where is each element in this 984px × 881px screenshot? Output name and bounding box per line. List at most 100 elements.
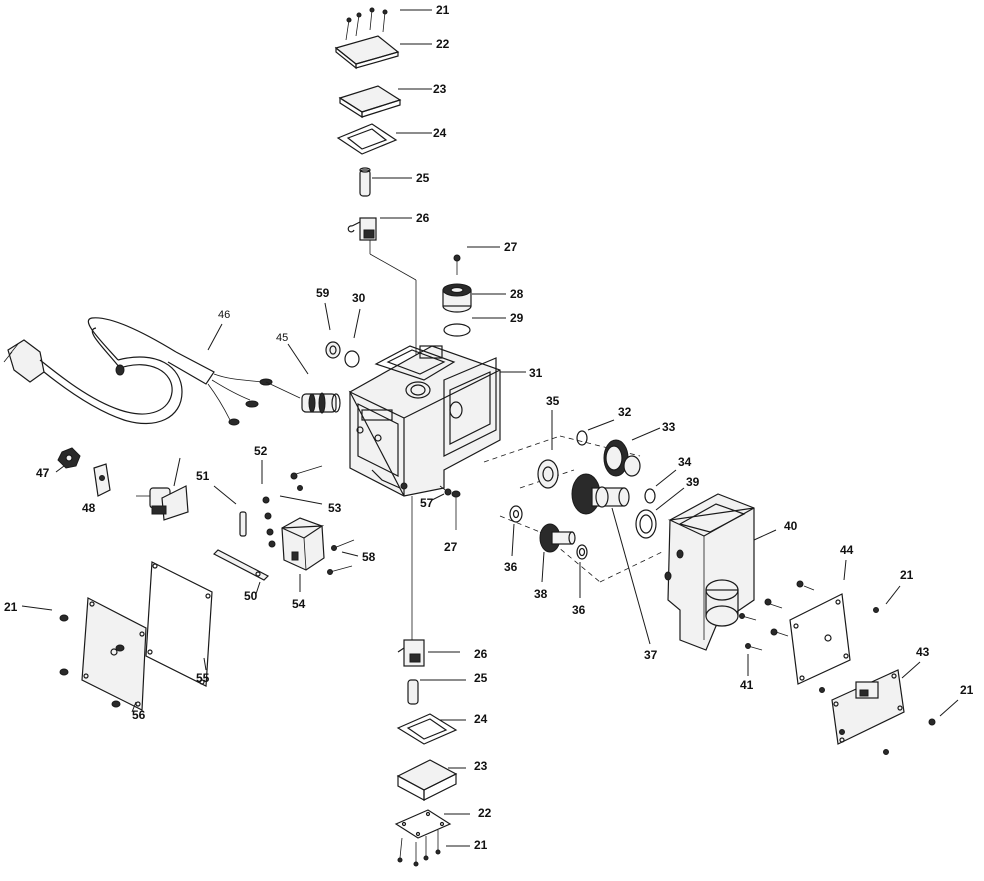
part-38-pinion <box>539 523 576 583</box>
part-25-lower-pin <box>407 679 466 705</box>
callout-53: 53 <box>328 501 342 515</box>
callout-21: 21 <box>4 600 18 614</box>
part-58-screws <box>327 539 359 575</box>
callout-labels: 21 22 23 24 25 26 27 28 29 59 30 31 46 4… <box>4 3 974 852</box>
callout-36: 36 <box>504 560 518 574</box>
part-22-lower-cover <box>394 809 470 839</box>
part-53-screws <box>279 465 323 505</box>
callout-25: 25 <box>474 671 488 685</box>
callout-34: 34 <box>678 455 692 469</box>
callout-46: 46 <box>218 309 230 321</box>
part-31-main-housing <box>348 345 526 497</box>
callout-37: 37 <box>644 648 658 662</box>
callout-57: 57 <box>420 496 434 510</box>
part-37-shaft-gear <box>571 473 651 645</box>
part-36-washer-left <box>509 505 523 557</box>
part-45-strain-relief <box>265 343 341 414</box>
part-41-bolts <box>739 613 763 676</box>
callout-24: 24 <box>474 712 488 726</box>
callout-26: 26 <box>416 211 430 225</box>
callout-21: 21 <box>436 3 450 17</box>
callout-48: 48 <box>82 501 96 515</box>
part-23-top-plate <box>338 85 402 119</box>
callout-52: 52 <box>254 444 268 458</box>
callout-38: 38 <box>534 587 548 601</box>
part-21-side-screws-left <box>21 605 125 708</box>
part-35-shaft-bushing <box>537 410 559 489</box>
callout-26: 26 <box>474 647 488 661</box>
part-27-screw <box>453 246 500 275</box>
callout-33: 33 <box>662 420 676 434</box>
callout-35: 35 <box>546 394 560 408</box>
part-23-lower-plate <box>396 759 466 802</box>
part-34-washer <box>644 469 677 504</box>
callout-22: 22 <box>478 806 492 820</box>
part-52-screws <box>261 460 276 548</box>
part-24-lower-gasket <box>396 713 466 745</box>
callout-32: 32 <box>618 405 632 419</box>
callout-41: 41 <box>740 678 754 692</box>
part-24-top-gasket <box>336 123 398 155</box>
part-22-top-cover <box>334 35 400 70</box>
part-48-clip <box>93 463 111 497</box>
callout-28: 28 <box>510 287 524 301</box>
part-26-top-bracket <box>347 217 377 241</box>
part-29-oring <box>443 317 506 337</box>
part-43-cover <box>831 661 921 745</box>
part-21-bottom-screws <box>397 830 470 867</box>
callout-21: 21 <box>474 838 488 852</box>
part-33-gear <box>603 427 661 477</box>
callout-59: 59 <box>316 286 330 300</box>
part-27-lower-screw <box>451 490 461 530</box>
part-46-power-cord <box>3 317 273 426</box>
part-21-screws-right-lower <box>819 687 959 755</box>
callout-24: 24 <box>433 126 447 140</box>
callout-21: 21 <box>900 568 914 582</box>
callout-21: 21 <box>960 683 974 697</box>
callout-58: 58 <box>362 550 376 564</box>
part-32-washer <box>576 419 615 446</box>
top-stack-leaders <box>369 9 432 362</box>
part-55-plate <box>145 561 213 687</box>
callout-51: 51 <box>196 469 210 483</box>
part-21-screws-right-upper <box>873 585 901 613</box>
part-59-bushing <box>324 302 341 359</box>
part-51-fuse <box>213 485 247 537</box>
callout-31: 31 <box>529 366 543 380</box>
part-36-washer-right <box>576 544 588 598</box>
part-28-knob <box>442 283 506 313</box>
callout-43: 43 <box>916 645 930 659</box>
callout-44: 44 <box>840 543 854 557</box>
callout-56: 56 <box>132 708 146 722</box>
part-25-top-pin <box>359 167 371 197</box>
part-39-ring <box>635 487 685 539</box>
callout-27: 27 <box>444 540 458 554</box>
part-44-side-plate <box>764 559 851 685</box>
callout-22: 22 <box>436 37 450 51</box>
callout-47: 47 <box>36 466 50 480</box>
callout-23: 23 <box>474 759 488 773</box>
part-30-washer <box>344 308 361 368</box>
callout-36: 36 <box>572 603 586 617</box>
callout-23: 23 <box>433 82 447 96</box>
callout-55: 55 <box>196 671 210 685</box>
callout-39: 39 <box>686 475 700 489</box>
switch-assembly <box>136 457 189 521</box>
part-50-link <box>212 549 270 595</box>
part-47-nut <box>55 447 81 473</box>
callout-30: 30 <box>352 291 366 305</box>
callout-29: 29 <box>510 311 524 325</box>
part-21-top-screws <box>345 7 388 41</box>
part-26-lower-bracket <box>397 639 460 667</box>
callout-27: 27 <box>504 240 518 254</box>
part-57-screw <box>431 485 452 501</box>
callout-40: 40 <box>784 519 798 533</box>
callout-50: 50 <box>244 589 258 603</box>
part-54-switch-block <box>281 517 325 592</box>
callout-45: 45 <box>276 332 288 344</box>
part-40-gear-housing <box>664 493 777 651</box>
part-56-cover <box>81 597 147 713</box>
callout-54: 54 <box>292 597 306 611</box>
callout-25: 25 <box>416 171 430 185</box>
